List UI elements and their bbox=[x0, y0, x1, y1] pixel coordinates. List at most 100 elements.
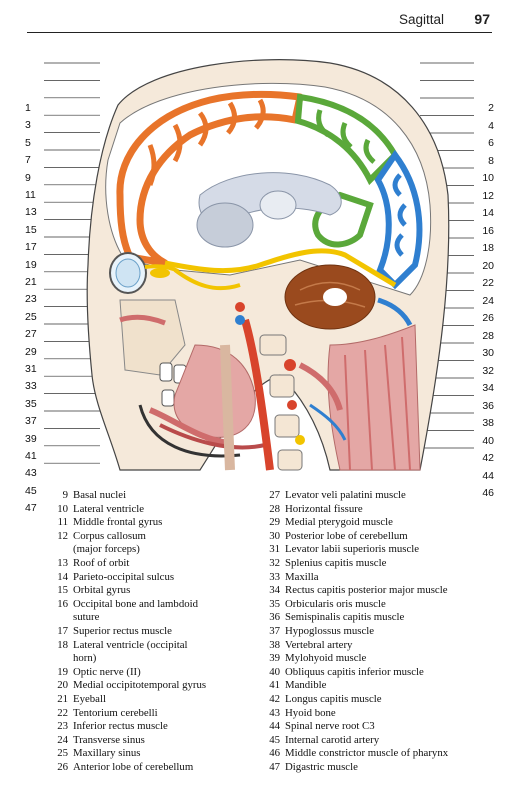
callout-label: 1 bbox=[25, 102, 31, 114]
legend-text: Medial occipitotemporal gyrus bbox=[73, 679, 207, 692]
legend-text: Parieto-occipital sulcus bbox=[73, 570, 175, 583]
legend-number: 15 bbox=[57, 584, 68, 597]
legend-number: 25 bbox=[57, 747, 68, 760]
legend-text: Optic nerve (II) bbox=[73, 665, 141, 678]
callout-label: 28 bbox=[482, 329, 494, 342]
callout-label: 13 bbox=[25, 206, 37, 219]
callout-label: 16 bbox=[482, 224, 494, 237]
legend-text: Longus capitis muscle bbox=[285, 692, 382, 705]
callout-label: 38 bbox=[482, 417, 494, 429]
legend-text: Obliquus capitis inferior muscle bbox=[285, 665, 424, 678]
legend-item: 11 Middle frontal gyrus bbox=[50, 516, 260, 530]
legend-number: 23 bbox=[57, 720, 68, 733]
callout-label: 19 bbox=[25, 258, 37, 271]
legend-text: Hyoid bone bbox=[285, 706, 336, 719]
legend-number: 29 bbox=[269, 516, 280, 529]
callout-label: 18 bbox=[482, 242, 494, 254]
callout-label: 30 bbox=[482, 347, 494, 359]
callout-label: 21 bbox=[25, 276, 37, 288]
frontal-cortex bbox=[116, 90, 304, 267]
callout-label: 25 bbox=[25, 310, 37, 323]
legend-text: Eyeball bbox=[73, 692, 106, 705]
mandible bbox=[138, 404, 241, 458]
legend-text: Vertebral artery bbox=[285, 638, 353, 651]
legend-item: 38 Vertebral artery bbox=[262, 639, 512, 653]
legend-number: 22 bbox=[57, 706, 68, 719]
legend-number: 9 bbox=[62, 489, 68, 501]
legend-number: 16 bbox=[57, 597, 68, 610]
legend-text: Horizontal fissure bbox=[285, 502, 363, 515]
legend-text: Orbital gyrus bbox=[73, 584, 131, 597]
callout-label: 45 bbox=[25, 484, 37, 497]
callout-label: 6 bbox=[488, 137, 494, 149]
legend-text: Transverse sinus bbox=[73, 733, 145, 746]
legend-text: Levator veli palatini muscle bbox=[285, 489, 406, 501]
legend-number: 42 bbox=[269, 692, 280, 705]
legend-number: 13 bbox=[57, 556, 68, 569]
tongue-muscles bbox=[173, 344, 256, 438]
callout-label: 5 bbox=[25, 136, 31, 149]
callout-label: 7 bbox=[25, 154, 31, 167]
legend-number: 24 bbox=[57, 733, 68, 746]
legend-number: 37 bbox=[269, 624, 280, 637]
legend-text: Mylohyoid muscle bbox=[285, 652, 367, 665]
legend-number: 38 bbox=[269, 638, 280, 651]
callout-label: 4 bbox=[488, 119, 494, 132]
legend-item: 22 Tentorium cerebelli bbox=[50, 707, 260, 721]
callout-label: 8 bbox=[488, 154, 494, 167]
legend-text: Superior rectus muscle bbox=[73, 624, 172, 637]
callout-label: 31 bbox=[25, 363, 37, 375]
basal-nuclei bbox=[196, 202, 254, 248]
page-header: Sagittal 97 bbox=[27, 8, 492, 33]
legend-number: 47 bbox=[269, 760, 280, 773]
callout-label: 11 bbox=[25, 189, 36, 201]
legend-number: 21 bbox=[57, 692, 68, 705]
callout-label: 14 bbox=[482, 207, 494, 219]
callout-label: 24 bbox=[482, 294, 494, 307]
callout-label: 9 bbox=[25, 171, 31, 184]
callout-label: 40 bbox=[482, 434, 494, 447]
legend-text: Tentorium cerebelli bbox=[73, 706, 158, 719]
posterior-neck-muscles bbox=[327, 324, 421, 471]
callout-label: 12 bbox=[482, 189, 494, 202]
legend-text: Spinal nerve root C3 bbox=[285, 720, 375, 733]
callout-label: 26 bbox=[482, 312, 494, 324]
legend-item: 42 Longus capitis muscle bbox=[262, 693, 512, 707]
legend-number: 17 bbox=[57, 624, 68, 637]
callout-label: 33 bbox=[25, 380, 37, 393]
legend-number: 41 bbox=[269, 679, 280, 692]
page-number: 97 bbox=[474, 11, 490, 27]
legend-text: Mandible bbox=[285, 679, 327, 692]
legend-number: 46 bbox=[269, 747, 280, 760]
legend-number: 18 bbox=[57, 638, 68, 651]
legend-number: 34 bbox=[269, 584, 280, 597]
legend-number: 11 bbox=[57, 516, 68, 529]
legend-number: 45 bbox=[269, 733, 280, 746]
legend-text: Lateral ventricle bbox=[73, 502, 145, 515]
callout-label: 43 bbox=[25, 467, 37, 480]
tentorium bbox=[164, 248, 397, 288]
legend-number: 12 bbox=[57, 529, 68, 542]
callout-label: 36 bbox=[482, 399, 494, 412]
anatomy-drawing bbox=[44, 59, 474, 471]
legend-number: 30 bbox=[269, 529, 280, 542]
callout-label: 17 bbox=[25, 241, 37, 254]
callout-label: 35 bbox=[25, 397, 37, 410]
legend-number: 10 bbox=[57, 502, 68, 515]
legend-text: Middle frontal gyrus bbox=[73, 516, 163, 529]
legend-item: 41 Mandible bbox=[262, 679, 512, 693]
callout-label: 22 bbox=[482, 277, 494, 289]
